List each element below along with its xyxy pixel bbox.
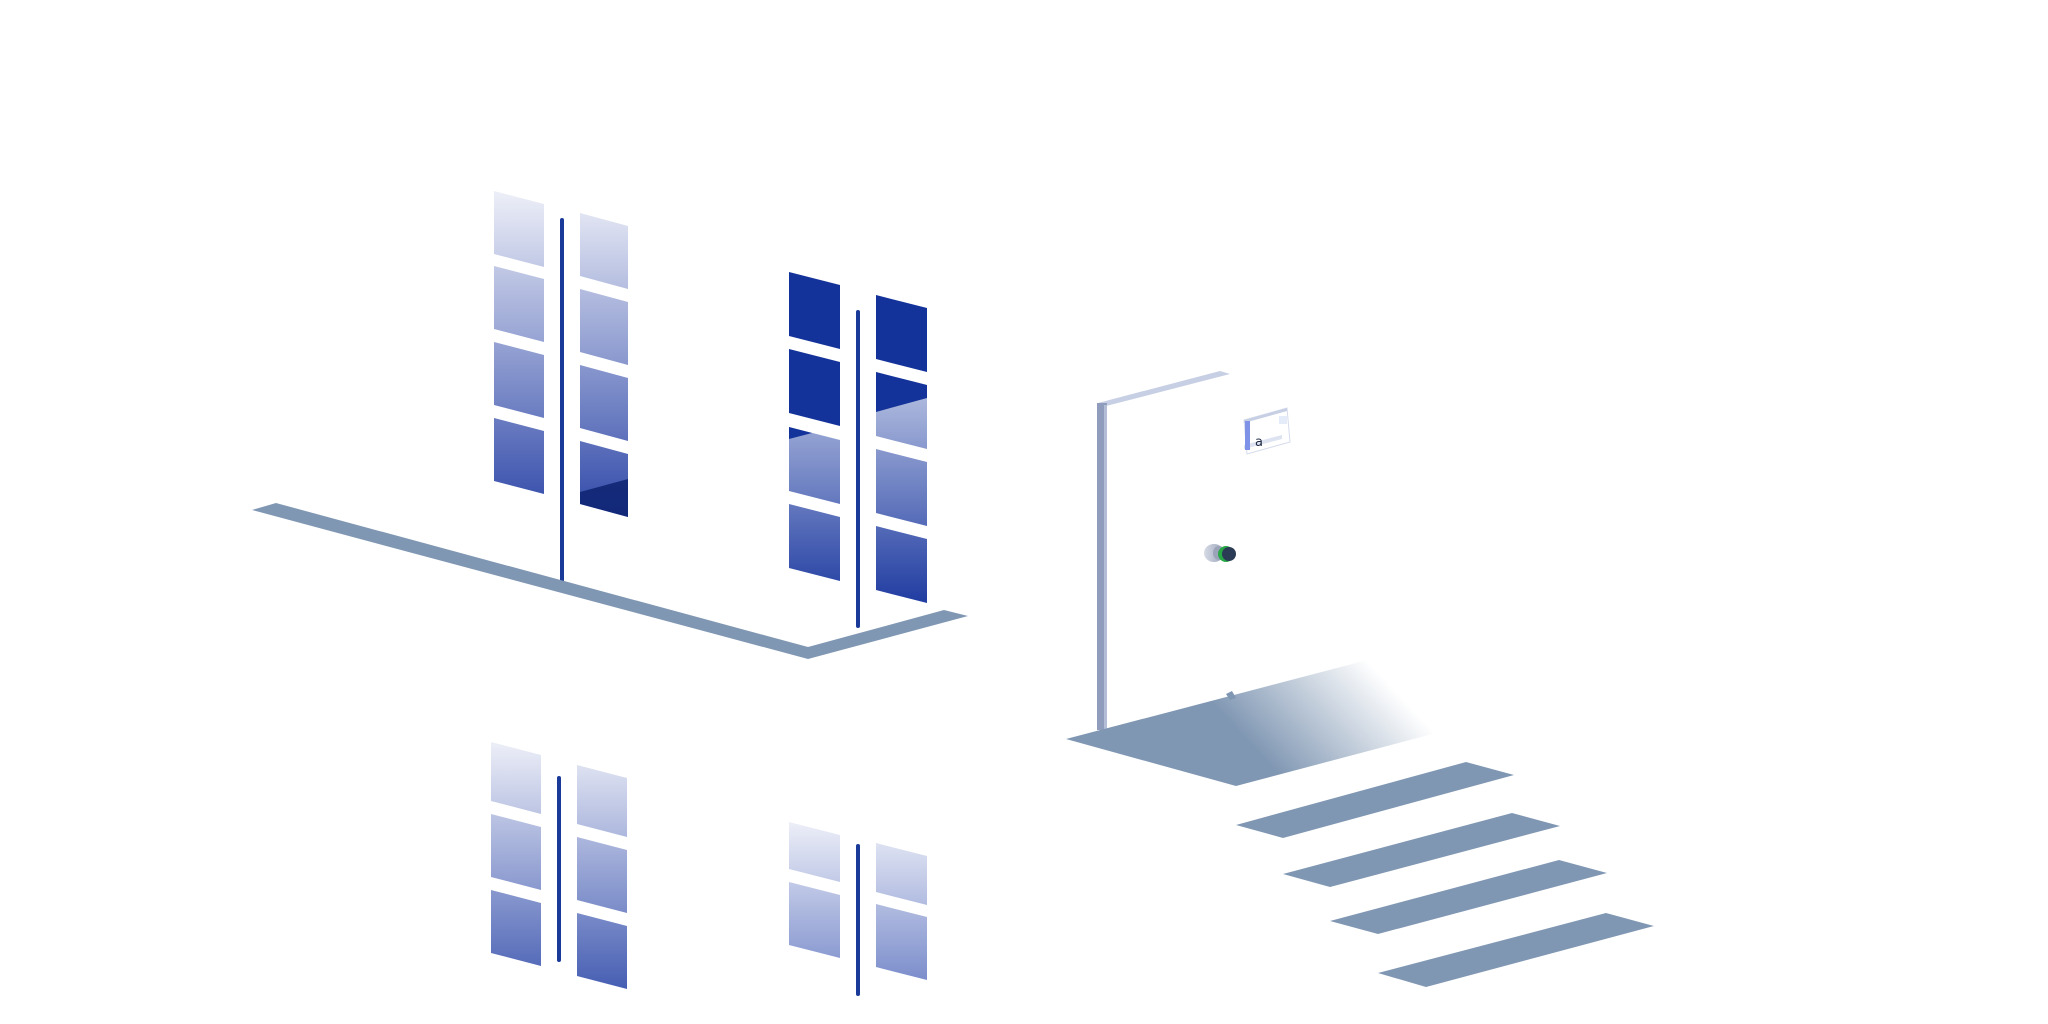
glass-pane bbox=[580, 365, 628, 441]
glass-shade bbox=[876, 372, 927, 412]
glass-pane bbox=[789, 504, 840, 581]
door-sign-icon: a bbox=[1243, 407, 1291, 455]
stair-step bbox=[1330, 860, 1607, 934]
stair-step bbox=[1236, 762, 1514, 838]
glass-pane bbox=[876, 295, 927, 372]
stair-step bbox=[1378, 913, 1654, 987]
door-sign-label: a bbox=[1255, 435, 1263, 450]
glass-pane bbox=[491, 890, 541, 966]
glass-pane bbox=[494, 191, 544, 267]
lower-right-window bbox=[789, 822, 927, 996]
glass-pane bbox=[577, 913, 627, 989]
glass-pane bbox=[876, 904, 927, 980]
glass-pane bbox=[789, 272, 840, 349]
window-rod bbox=[856, 310, 860, 628]
window-rod bbox=[557, 776, 561, 962]
window-ledge bbox=[252, 503, 968, 659]
glass-pane bbox=[577, 837, 627, 913]
lower-left-window bbox=[491, 742, 627, 989]
glass-pane bbox=[494, 266, 544, 342]
glass-pane bbox=[789, 882, 840, 958]
glass-pane bbox=[577, 765, 627, 837]
door-knob-icon[interactable] bbox=[1204, 544, 1236, 562]
floor-landing bbox=[1066, 641, 1610, 786]
door-frame-side bbox=[1097, 403, 1107, 730]
stairs bbox=[1236, 762, 1654, 987]
upper-right-window bbox=[789, 272, 927, 628]
upper-left-window bbox=[494, 191, 628, 582]
glass-pane bbox=[789, 822, 840, 882]
glass-pane bbox=[491, 814, 541, 890]
glass-pane bbox=[580, 213, 628, 289]
glass-pane bbox=[876, 843, 927, 905]
glass-pane bbox=[580, 289, 628, 365]
stair-step bbox=[1283, 813, 1560, 887]
door[interactable]: a bbox=[1097, 371, 1291, 730]
door-top-edge bbox=[1098, 371, 1230, 406]
glass-pane bbox=[876, 449, 927, 526]
glass-pane bbox=[789, 349, 840, 426]
door-frame-highlight bbox=[1104, 405, 1107, 730]
glass-pane bbox=[876, 526, 927, 603]
window-rod bbox=[856, 844, 860, 996]
glass-pane bbox=[494, 342, 544, 418]
glass-pane bbox=[789, 427, 840, 504]
glass-shadow bbox=[580, 479, 628, 517]
window-rod bbox=[560, 218, 564, 582]
glass-shade bbox=[789, 427, 812, 439]
glass-pane bbox=[494, 418, 544, 494]
glass-pane bbox=[491, 742, 541, 814]
